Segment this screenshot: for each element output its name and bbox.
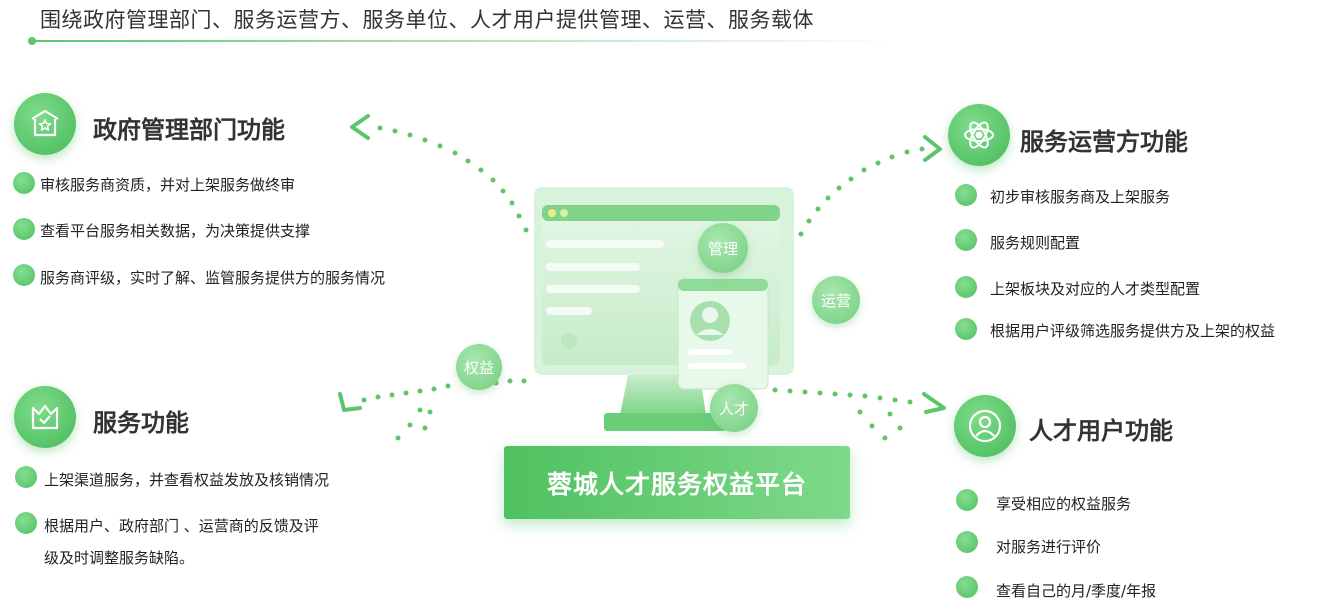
gov-item-bullet <box>13 264 35 286</box>
operator-item: 初步审核服务商及上架服务 <box>990 188 1171 206</box>
operator-item: 上架板块及对应的人才类型配置 <box>990 280 1201 298</box>
government-building-icon <box>31 109 59 137</box>
talent-item: 查看自己的月/季度/年报 <box>996 582 1157 600</box>
platform-name-button[interactable]: 蓉城人才服务权益平台 <box>504 446 850 519</box>
gov-item-bullet <box>13 172 35 194</box>
service-item-continued: 级及时调整服务缺陷。 <box>44 549 195 567</box>
bubble-operate: 运营 <box>812 276 860 324</box>
bubble-manage: 管理 <box>698 223 748 273</box>
service-item: 上架渠道服务，并查看权益发放及核销情况 <box>44 471 330 489</box>
talent-section-icon <box>954 395 1016 457</box>
talent-item: 享受相应的权益服务 <box>996 495 1132 513</box>
headline-dot <box>28 37 36 45</box>
operator-item-bullet <box>955 229 977 251</box>
operator-item-bullet <box>955 318 977 340</box>
talent-item-bullet <box>956 576 978 598</box>
talent-item-bullet <box>956 489 978 511</box>
service-item-bullet <box>15 466 37 488</box>
gov-item: 服务商评级，实时了解、监管服务提供方的服务情况 <box>40 269 386 287</box>
operator-item-bullet <box>955 184 977 206</box>
crown-check-icon <box>31 404 59 430</box>
operator-section-title: 服务运营方功能 <box>1020 128 1188 156</box>
atom-icon <box>964 121 994 149</box>
platform-monitor-illustration <box>534 187 794 431</box>
bubble-rights: 权益 <box>456 344 502 390</box>
operator-section-icon <box>948 104 1010 166</box>
service-item: 根据用户、政府部门 、运营商的反馈及评 <box>44 517 319 535</box>
user-icon <box>968 409 1002 443</box>
operator-item: 服务规则配置 <box>990 234 1081 252</box>
gov-item: 审核服务商资质，并对上架服务做终审 <box>40 176 296 194</box>
service-section-title: 服务功能 <box>93 409 189 437</box>
bubble-talent: 人才 <box>710 384 758 432</box>
gov-section-title: 政府管理部门功能 <box>93 116 285 144</box>
operator-item: 根据用户评级筛选服务提供方及上架的权益 <box>990 322 1276 340</box>
headline-underline <box>30 40 900 42</box>
gov-item-bullet <box>13 218 35 240</box>
talent-section-title: 人才用户功能 <box>1029 417 1173 445</box>
page-headline: 围绕政府管理部门、服务运营方、服务单位、人才用户提供管理、运营、服务载体 <box>40 8 814 32</box>
talent-item-bullet <box>956 531 978 553</box>
talent-item: 对服务进行评价 <box>996 538 1102 556</box>
service-section-icon <box>14 386 76 448</box>
service-item-bullet <box>15 512 37 534</box>
gov-item: 查看平台服务相关数据，为决策提供支撑 <box>40 222 311 240</box>
gov-section-icon <box>14 93 76 155</box>
operator-item-bullet <box>955 276 977 298</box>
